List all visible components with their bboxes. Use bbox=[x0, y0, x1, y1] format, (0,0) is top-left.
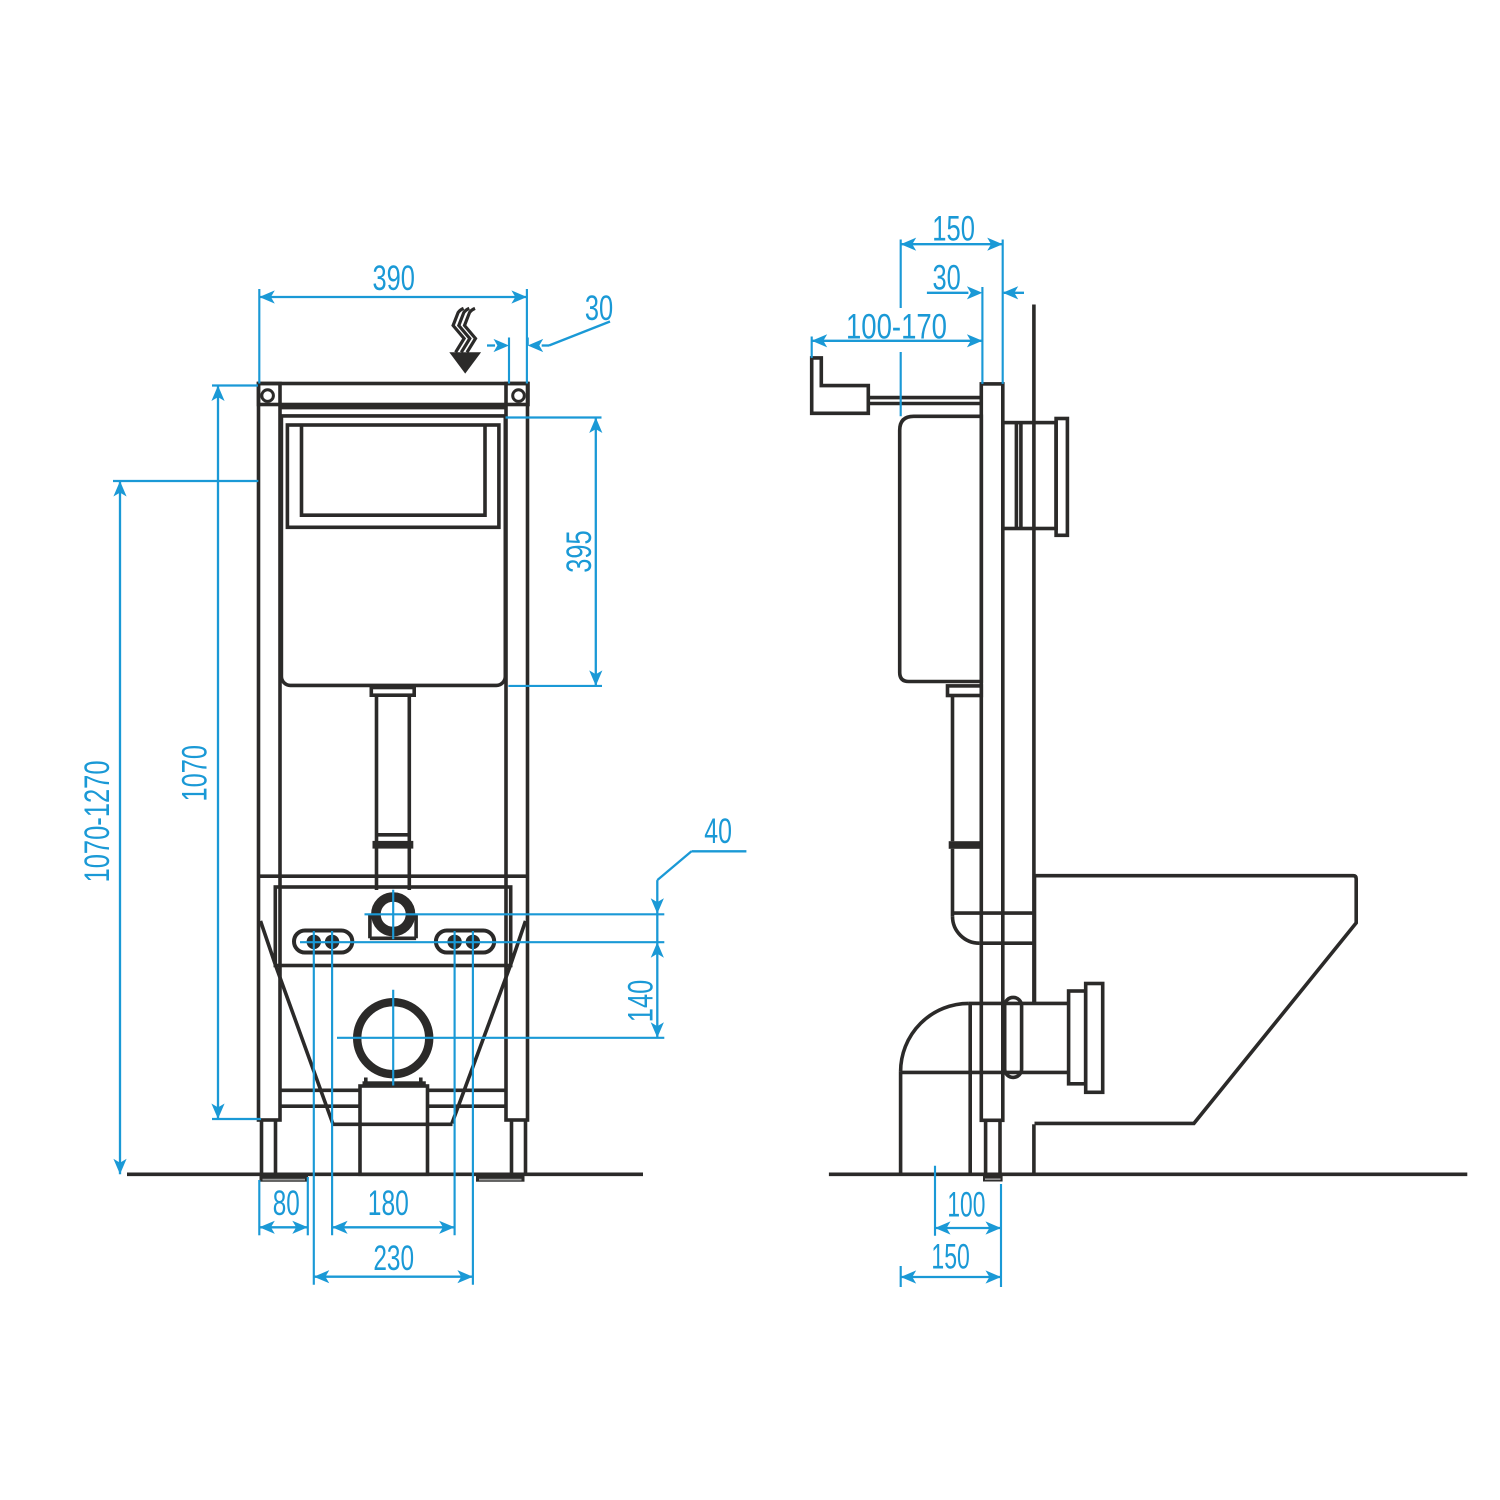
svg-text:1070: 1070 bbox=[175, 745, 215, 802]
svg-text:100: 100 bbox=[947, 1184, 985, 1224]
svg-text:395: 395 bbox=[559, 530, 599, 572]
svg-text:1070-1270: 1070-1270 bbox=[77, 761, 117, 883]
svg-text:100-170: 100-170 bbox=[846, 307, 947, 347]
svg-text:180: 180 bbox=[368, 1183, 409, 1223]
svg-text:140: 140 bbox=[621, 980, 661, 1022]
svg-text:30: 30 bbox=[585, 288, 613, 328]
svg-text:150: 150 bbox=[932, 209, 975, 249]
svg-text:150: 150 bbox=[931, 1236, 969, 1276]
svg-text:30: 30 bbox=[932, 258, 960, 298]
svg-text:40: 40 bbox=[704, 811, 732, 851]
svg-text:390: 390 bbox=[373, 258, 415, 298]
svg-text:230: 230 bbox=[373, 1238, 414, 1278]
svg-text:80: 80 bbox=[273, 1183, 300, 1223]
